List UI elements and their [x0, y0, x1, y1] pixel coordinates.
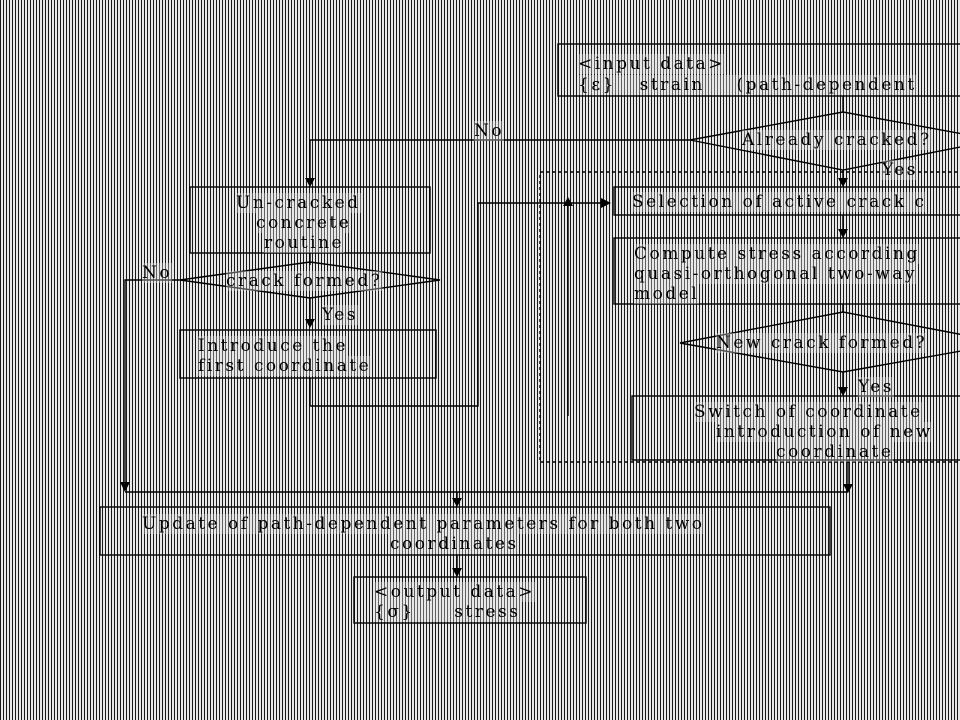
decision-already-cracked-no: No: [474, 121, 505, 141]
compute-line1: Compute stress according: [634, 244, 920, 264]
switch-line1: Switch of coordinate: [694, 402, 923, 422]
input-box-frame: [557, 43, 960, 97]
decision-new-crack-label: New crack formed?: [716, 333, 928, 353]
arrowhead: [305, 319, 315, 328]
introduce-line1: Introduce the: [198, 336, 349, 356]
arrowhead: [452, 498, 462, 507]
arrowhead: [452, 568, 462, 577]
selection-box-frame: [613, 186, 960, 216]
connector-no-to-uncracked: [309, 139, 690, 180]
decision-already-cracked-label: Already cracked?: [742, 130, 932, 150]
switch-line3: coordinate: [776, 442, 894, 462]
decision-new-crack-shape: [679, 311, 960, 373]
arrowhead: [838, 178, 848, 187]
arrowhead: [843, 484, 853, 493]
output-line1: <output data>: [374, 582, 536, 602]
output-box-frame: [353, 576, 587, 624]
selection-label: Selection of active crack c: [632, 192, 927, 212]
output-line2: {σ} stress: [374, 602, 521, 622]
uncracked-line3: routine: [264, 233, 345, 253]
decision-crack-formed-label: crack formed?: [226, 271, 383, 291]
compute-line3: model: [634, 284, 700, 304]
update-box-frame: [99, 506, 831, 556]
arrowhead: [838, 229, 848, 238]
compute-box-frame: [613, 237, 960, 305]
decision-crack-formed-no: No: [142, 263, 173, 283]
input-box-line2: {ε} strain (path-dependent: [578, 75, 917, 95]
introduce-box-frame: [179, 329, 437, 379]
update-line2: coordinates: [390, 534, 519, 554]
decision-crack-formed-yes: Yes: [322, 305, 359, 325]
switch-line2: introduction of new: [716, 422, 933, 442]
decision-already-cracked-shape: [689, 111, 960, 171]
uncracked-line2: concrete: [256, 213, 352, 233]
switch-box-frame: [631, 395, 960, 461]
arrowhead: [120, 482, 130, 492]
compute-line2: quasi-orthogonal two-way: [634, 264, 917, 284]
arrowhead: [563, 197, 573, 206]
decision-already-cracked-yes: Yes: [882, 160, 919, 180]
connector-introduce-to-selection: [310, 202, 604, 407]
arrowhead: [305, 178, 315, 187]
arrowhead: [601, 198, 611, 208]
introduce-line2: first coordinate: [198, 356, 372, 376]
decision-new-crack-yes: Yes: [858, 377, 895, 397]
input-box-line1: <input data>: [578, 54, 725, 74]
decision-crack-formed-shape: [179, 261, 441, 299]
update-line1: Update of path-dependent parameters for …: [142, 514, 705, 534]
uncracked-line1: Un-cracked: [236, 193, 361, 213]
arrowhead: [838, 387, 848, 396]
connector-crack-no-to-update: [124, 279, 180, 484]
